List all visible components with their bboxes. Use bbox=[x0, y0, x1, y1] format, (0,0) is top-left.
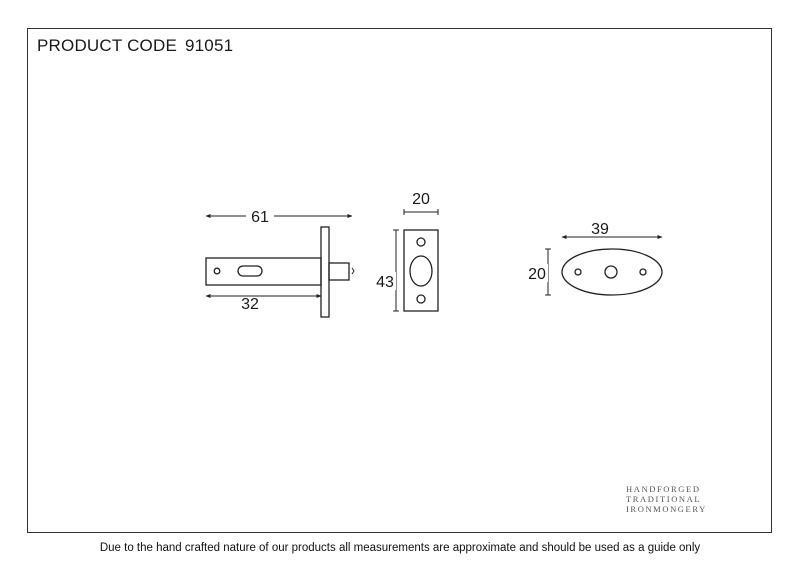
strike-height-dimension bbox=[393, 229, 399, 312]
strike-plate bbox=[403, 229, 439, 312]
product-code-label: PRODUCT CODE bbox=[37, 36, 177, 55]
brand-line-1: HANDFORGED bbox=[626, 484, 701, 494]
bolt-head bbox=[328, 262, 350, 281]
strike-height-label: 43 bbox=[376, 274, 394, 291]
brand-logo: HANDFORGED TRADITIONAL IRONMONGERY bbox=[626, 484, 707, 514]
bolt-length-dimension: 61 bbox=[205, 206, 353, 226]
product-code-number: 91051 bbox=[185, 36, 234, 55]
disclaimer-text: Due to the hand crafted nature of our pr… bbox=[99, 542, 701, 554]
brand-line-2: TRADITIONAL bbox=[626, 494, 702, 504]
escutcheon-width-label: 39 bbox=[591, 221, 609, 238]
brand-line-3: IRONMONGERY bbox=[626, 504, 707, 514]
bolt-forend-plate bbox=[320, 226, 330, 318]
bolt-slot bbox=[237, 265, 263, 277]
oval-escutcheon bbox=[561, 248, 663, 296]
strike-screw-hole-top bbox=[416, 237, 426, 247]
strike-plate-outline bbox=[403, 229, 439, 312]
strike-width-dimension bbox=[403, 209, 439, 215]
escutcheon-key-hole bbox=[604, 265, 618, 279]
bolt-case-hole bbox=[213, 267, 221, 275]
strike-width-label: 20 bbox=[412, 191, 430, 208]
backset-dimension: 32 bbox=[205, 294, 322, 313]
escutcheon-outline bbox=[561, 248, 663, 296]
tubular-bolt-side-view bbox=[205, 226, 355, 318]
bolt-length-label: 61 bbox=[251, 209, 269, 226]
escutcheon-height-label: 20 bbox=[528, 266, 546, 283]
backset-label: 32 bbox=[241, 296, 259, 313]
escutcheon-screw-hole-right bbox=[639, 268, 647, 276]
bolt-case bbox=[205, 257, 322, 286]
drawing-frame bbox=[27, 28, 772, 533]
product-code-heading: PRODUCT CODE 91051 bbox=[37, 36, 233, 56]
bolt-tip-mark bbox=[351, 267, 355, 275]
strike-bolt-hole bbox=[409, 255, 433, 287]
escutcheon-screw-hole-left bbox=[574, 268, 582, 276]
strike-screw-hole-bottom bbox=[416, 294, 426, 304]
